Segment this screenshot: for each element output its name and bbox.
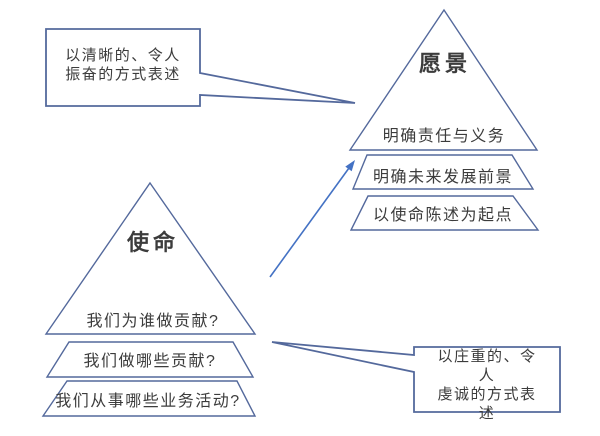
- vision-pyramid-top-triangle: [348, 8, 539, 151]
- mission-level-3-label: 我们从事哪些业务活动?: [55, 393, 241, 410]
- mission-pyramid-middle-layer: [45, 341, 255, 378]
- mission-level-1-label: 我们为谁做贡献?: [86, 313, 220, 330]
- vision-callout-bubble: [45, 28, 356, 107]
- mission-callout-bubble: [271, 341, 561, 413]
- vision-pyramid-middle-layer: [351, 154, 535, 190]
- vision-level-2-label: 明确未来发展前景: [372, 169, 514, 186]
- vision-level-3-label: 以使命陈述为起点: [372, 207, 514, 224]
- mission-pyramid-bottom-layer: [41, 380, 257, 417]
- mission-callout-text: 以庄重的、令人 虔诚的方式表述: [437, 348, 537, 422]
- mission-pyramid-top-triangle: [44, 181, 257, 335]
- vision-pyramid-bottom-layer: [349, 195, 540, 231]
- mission-title: 使命: [126, 230, 180, 255]
- mission-level-2-label: 我们做哪些贡献?: [83, 353, 217, 370]
- vision-title: 愿景: [418, 51, 472, 76]
- vision-level-1-label: 明确责任与义务: [382, 128, 506, 145]
- vision-callout-text: 以清晰的、令人 振奋的方式表述: [65, 47, 181, 83]
- arrowhead-icon: [345, 160, 355, 172]
- mission-to-vision-arrow: [269, 167, 350, 278]
